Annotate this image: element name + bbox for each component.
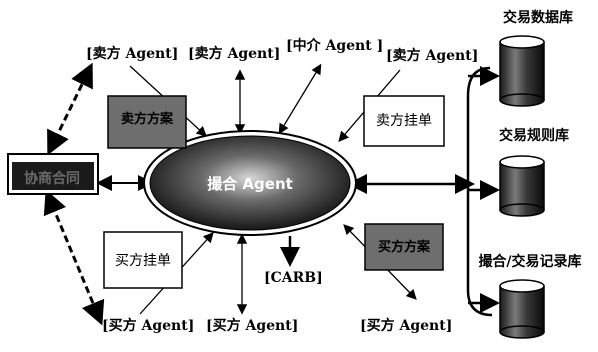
carb-label: [CARB] bbox=[264, 270, 323, 286]
database-3: 撮合/交易记录库 bbox=[478, 253, 581, 338]
database-1-label: 交易数据库 bbox=[503, 9, 573, 26]
dashed-arrow-top-left bbox=[50, 68, 90, 150]
buyer-plan-box: 买方方案 bbox=[365, 224, 443, 270]
agent-top-2: [卖方 Agent] bbox=[188, 45, 280, 62]
database-1: 交易数据库 bbox=[500, 9, 573, 106]
database-bus bbox=[468, 68, 492, 315]
hub-label: 撮合 Agent bbox=[207, 175, 293, 193]
database-2-label: 交易规则库 bbox=[499, 127, 569, 144]
seller-plan-label: 卖方方案 bbox=[121, 111, 174, 127]
agent-top-4: [卖方 Agent] bbox=[386, 47, 478, 64]
agent-top-3: [中介 Agent ] bbox=[286, 37, 383, 54]
arrow-broker-hub bbox=[280, 66, 320, 132]
agent-top-1: [卖方 Agent] bbox=[86, 45, 178, 62]
dashed-arrow-bottom-left bbox=[48, 195, 100, 320]
database-2: 交易规则库 bbox=[499, 127, 569, 216]
buyer-order-box: 买方挂单 bbox=[104, 232, 182, 288]
agent-bottom-3: [买方 Agent] bbox=[360, 317, 452, 334]
seller-plan-box: 卖方方案 bbox=[108, 96, 186, 148]
seller-order-label: 卖方挂单 bbox=[376, 113, 432, 129]
agent-bottom-1: [买方 Agent] bbox=[102, 317, 194, 334]
buyer-order-label: 买方挂单 bbox=[115, 253, 171, 269]
seller-order-box: 卖方挂单 bbox=[364, 96, 444, 146]
left-box-label: 协商合同 bbox=[24, 170, 80, 187]
buyer-plan-label: 买方方案 bbox=[378, 239, 431, 255]
database-3-label: 撮合/交易记录库 bbox=[478, 253, 581, 270]
left-box: 协商合同 bbox=[8, 154, 98, 194]
agent-bottom-2: [买方 Agent] bbox=[206, 317, 298, 334]
